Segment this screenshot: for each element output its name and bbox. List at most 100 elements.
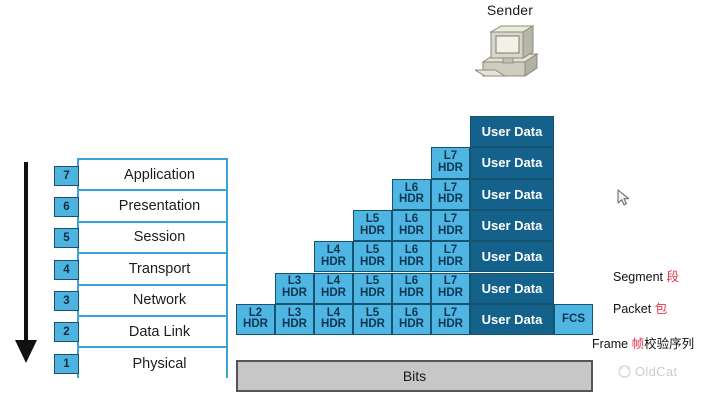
header-hdr-suffix: HDR [399, 193, 424, 206]
osi-layer-number-1: 1 [54, 353, 79, 374]
header-layer-label: L3 [287, 275, 302, 288]
osi-layer-label-data-link: Data Link [128, 323, 191, 340]
oldcat-logo-icon [618, 365, 631, 378]
desktop-computer-icon [475, 25, 539, 77]
bits-bar: Bits [236, 360, 593, 392]
header-hdr-suffix: HDR [438, 224, 463, 237]
pdu-label-packet-en: Packet [613, 302, 655, 316]
osi-layer-application[interactable]: 7 Application [54, 160, 226, 192]
watermark-text: OldCat [635, 364, 678, 379]
header-layer-label: L6 [404, 244, 419, 257]
header-hdr-suffix: HDR [438, 287, 463, 300]
pdu-label-frame-cn-tail: 校验序列 [644, 337, 695, 351]
sender-group: Sender [455, 2, 565, 82]
header-hdr-suffix: HDR [399, 318, 424, 331]
header-hdr-suffix: HDR [399, 287, 424, 300]
header-hdr-suffix: HDR [360, 255, 385, 268]
header-hdr-suffix: HDR [321, 318, 346, 331]
header-layer-label: L5 [365, 275, 380, 288]
header-layer-label: L6 [404, 306, 419, 319]
pdu-label-segment-cn: 段 [666, 270, 680, 284]
encap-fcs-cell: FCS [554, 303, 593, 336]
down-arrow-icon [15, 162, 37, 363]
pdu-label-packet-cn: 包 [654, 302, 668, 316]
encap-user-data-cell: User Data [470, 147, 554, 179]
header-layer-label: L7 [443, 244, 458, 257]
header-layer-label: L7 [443, 212, 458, 225]
header-layer-label: L4 [326, 244, 341, 257]
osi-layer-number-2: 2 [54, 322, 79, 343]
header-hdr-suffix: HDR [243, 318, 268, 331]
osi-layer-number-4: 4 [54, 259, 79, 280]
bits-label: Bits [402, 368, 427, 384]
osi-layer-physical[interactable]: 1 Physical [54, 348, 226, 380]
pdu-label-segment-en: Segment [613, 270, 667, 284]
header-layer-label: L6 [404, 275, 419, 288]
encap-user-data-cell: User Data [470, 241, 554, 273]
osi-layer-number-5: 5 [54, 228, 79, 249]
header-layer-label: L5 [365, 212, 380, 225]
osi-layer-label-session: Session [133, 229, 186, 246]
encap-user-data-cell: User Data [470, 303, 554, 336]
pdu-label-packet: Packet 包 [613, 298, 667, 317]
header-layer-label: L3 [287, 306, 302, 319]
osi-layer-session[interactable]: 5 Session [54, 222, 226, 255]
pdu-label-frame-en: Frame [592, 337, 632, 351]
header-hdr-suffix: HDR [438, 255, 463, 268]
header-hdr-suffix: HDR [360, 224, 385, 237]
osi-layer-data-link[interactable]: 2 Data Link [54, 316, 226, 349]
osi-layer-network[interactable]: 3 Network [54, 285, 226, 317]
encap-user-data-cell: User Data [470, 178, 554, 210]
osi-layer-label-physical: Physical [132, 356, 187, 373]
header-layer-label: L5 [365, 244, 380, 257]
header-layer-label: L6 [404, 212, 419, 225]
header-layer-label: L5 [365, 306, 380, 319]
osi-layer-label-application: Application [124, 166, 195, 183]
header-hdr-suffix: HDR [282, 287, 307, 300]
header-layer-label: L4 [326, 306, 341, 319]
osi-layer-stack: 7 Application 6 Presentation 5 Session 4… [54, 158, 228, 380]
header-hdr-suffix: HDR [399, 224, 424, 237]
encap-user-data-cell: User Data [470, 209, 554, 242]
osi-layer-presentation[interactable]: 6 Presentation [54, 191, 226, 223]
osi-layer-label-network: Network [132, 292, 187, 309]
header-hdr-suffix: HDR [438, 161, 463, 174]
header-layer-label: L2 [248, 306, 263, 319]
pdu-label-frame-cn: 帧 [631, 337, 645, 351]
header-hdr-suffix: HDR [399, 255, 424, 268]
encap-row: User Data [470, 116, 554, 148]
header-layer-label: L7 [443, 181, 458, 194]
header-hdr-suffix: HDR [321, 287, 346, 300]
header-hdr-suffix: HDR [438, 318, 463, 331]
pdu-label-segment: Segment 段 [613, 266, 679, 285]
header-layer-label: L4 [326, 275, 341, 288]
osi-layer-transport[interactable]: 4 Transport [54, 254, 226, 286]
header-layer-label: L7 [443, 275, 458, 288]
pdu-label-frame: Frame 帧校验序列 [592, 333, 694, 352]
osi-layer-label-transport: Transport [128, 260, 191, 277]
